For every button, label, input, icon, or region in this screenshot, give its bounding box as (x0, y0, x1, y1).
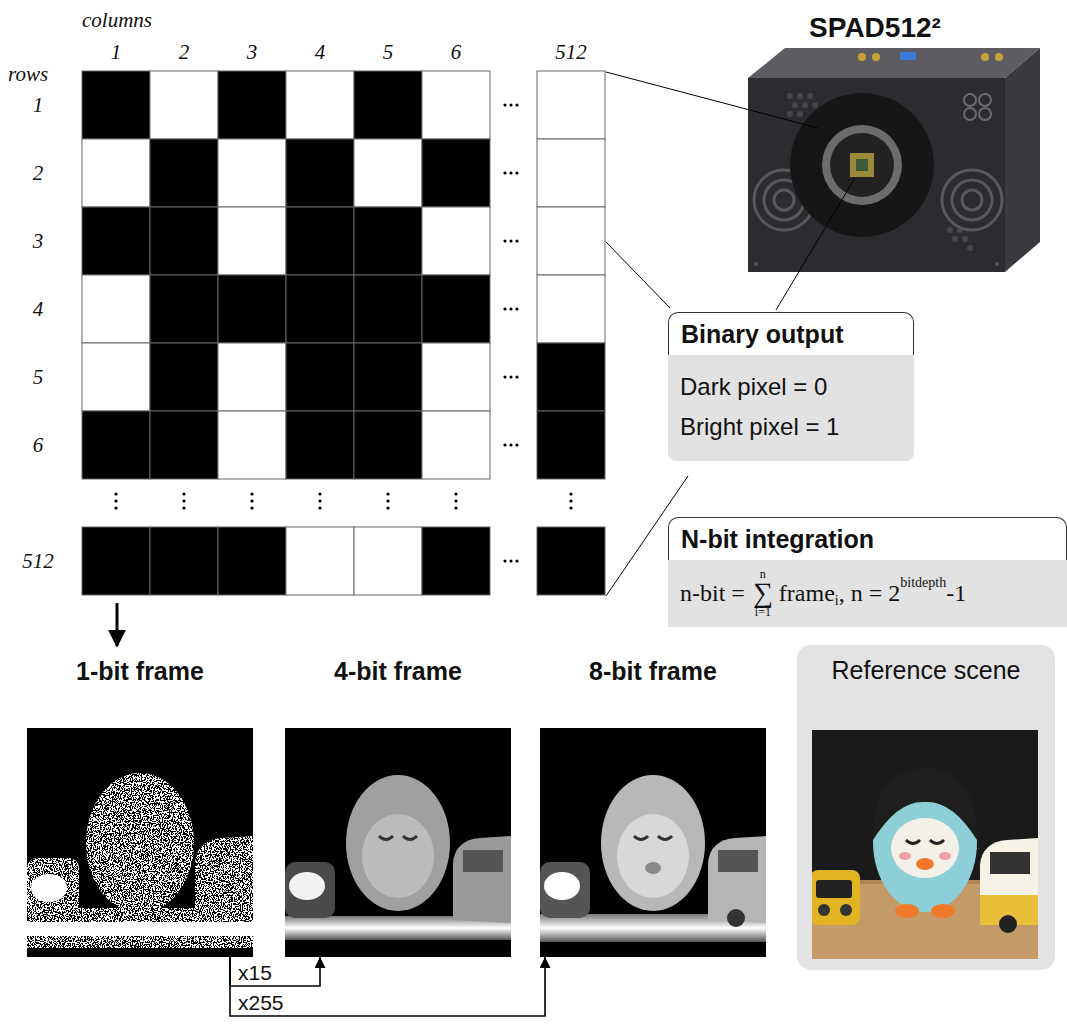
reference-panel: Reference scene (797, 645, 1055, 970)
panel-text: Bright pixel = 1 (680, 407, 902, 447)
binary-output-box: Binary outputDark pixel = 0Bright pixel … (668, 312, 914, 461)
one-bit-image (27, 728, 253, 957)
panel-title: N-bit integration (681, 525, 874, 554)
frame-panel: 8-bit frame (540, 650, 766, 957)
connector-arrow (230, 957, 320, 986)
subscript: i (835, 593, 839, 609)
frame-heading: 4-bit frame (334, 656, 462, 686)
row-number: 3 (33, 229, 44, 253)
formula-body: n-bit = n∑i=1 framei, n = 2bitdepth-1 (668, 560, 1067, 627)
formula-text: , n = 2 (839, 580, 901, 607)
grid-down-arrow (116, 603, 119, 646)
row-number: 4 (33, 297, 44, 321)
panel-header: Binary output (668, 312, 914, 355)
frame-heading: 8-bit frame (589, 656, 717, 686)
row-number: 1 (33, 93, 44, 117)
frame-panel: 4-bit frame (285, 650, 511, 957)
reference-panel-ground (797, 645, 1055, 970)
reference-photo (812, 730, 1038, 959)
row-number: 2 (33, 161, 44, 185)
panel-body: Dark pixel = 0Bright pixel = 1 (668, 355, 914, 461)
frame-heading: Reference scene (831, 655, 1020, 685)
panel-header: N-bit integration (668, 517, 1067, 560)
formula-text: frame (779, 580, 835, 607)
connector-arrow (230, 957, 545, 1016)
row-number: 5 (33, 365, 44, 389)
row-number: 6 (33, 433, 44, 457)
column-number: 1 (111, 40, 122, 64)
column-number: 3 (247, 40, 258, 64)
sum-limit: i=1 (755, 606, 771, 618)
sum-limit: n (760, 568, 766, 580)
formula: n-bit = n∑i=1 framei, n = 2bitdepth-1 (680, 568, 1055, 618)
axis-title: rows (8, 62, 48, 86)
column-number: 4 (315, 40, 326, 64)
column-number: 512 (555, 40, 587, 64)
four-bit-image (285, 728, 511, 957)
formula-text: n-bit = (680, 580, 745, 607)
panel-text: Dark pixel = 0 (680, 367, 902, 407)
panel-title: Binary output (681, 320, 844, 349)
formula-text: -1 (946, 580, 966, 607)
camera-illustration (748, 48, 1040, 272)
device-name: SPAD512² (809, 12, 941, 44)
sum-operator: n∑i=1 (753, 568, 773, 618)
superscript: bitdepth (900, 575, 946, 591)
frame-heading: 1-bit frame (76, 656, 204, 686)
eight-bit-image (540, 728, 766, 957)
pixel-grid (82, 71, 605, 595)
axis-title: columns (82, 8, 152, 32)
ellipsis-dots (114, 103, 572, 562)
column-number: 5 (383, 40, 394, 64)
column-number: 2 (179, 40, 190, 64)
integration-box: N-bit integration n-bit = n∑i=1 framei, n =… (668, 517, 1067, 627)
multiplier-label: x15 (236, 961, 274, 985)
multiplier-label: x255 (236, 991, 286, 1015)
column-number: 6 (451, 40, 462, 64)
sum-sign: ∑ (753, 580, 773, 606)
row-number: 512 (22, 549, 54, 573)
frame-panel: 1-bit frame (27, 650, 253, 957)
